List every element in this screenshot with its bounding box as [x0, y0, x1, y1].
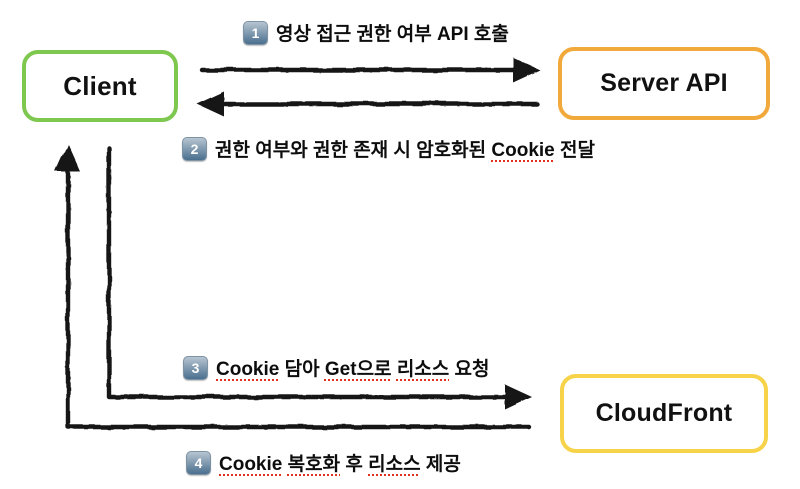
step-3-text: Cookie 담아 Get으로 리소스 요청 [216, 359, 490, 380]
arrow-client-to-server-head [513, 57, 540, 83]
step-1-label: 1 영상 접근 권한 여부 API 호출 [243, 19, 509, 46]
node-client: Client [22, 50, 178, 122]
node-server-api-label: Server API [600, 69, 728, 97]
arrow-cloudfront-to-client-head [55, 144, 81, 172]
step-4-text: Cookie 복호화 후 리소스 제공 [219, 454, 461, 475]
step-3-label: 3 Cookie 담아 Get으로 리소스 요청 [183, 354, 490, 381]
arrow-cloudfront-to-client-line [65, 169, 532, 430]
arrow-server-to-client-head [197, 91, 224, 117]
step-4-label: 4 Cookie 복호화 후 리소스 제공 [186, 449, 461, 476]
step-2-text: 권한 여부와 권한 존재 시 암호화된 Cookie 전달 [215, 140, 596, 161]
step-2-badge: 2 [182, 136, 207, 161]
node-client-label: Client [63, 70, 137, 101]
step-1-text: 영상 접근 권한 여부 API 호출 [276, 24, 509, 45]
arrow-client-to-cloudfront-head [505, 384, 532, 410]
step-4-badge: 4 [186, 450, 211, 475]
node-cloudfront-label: CloudFront [595, 399, 733, 427]
node-server-api: Server API [558, 47, 770, 120]
step-1-badge: 1 [243, 20, 268, 45]
step-2-label: 2 권한 여부와 권한 존재 시 암호화된 Cookie 전달 [182, 135, 595, 162]
step-3-badge: 3 [183, 355, 208, 380]
node-cloudfront: CloudFront [560, 374, 768, 453]
